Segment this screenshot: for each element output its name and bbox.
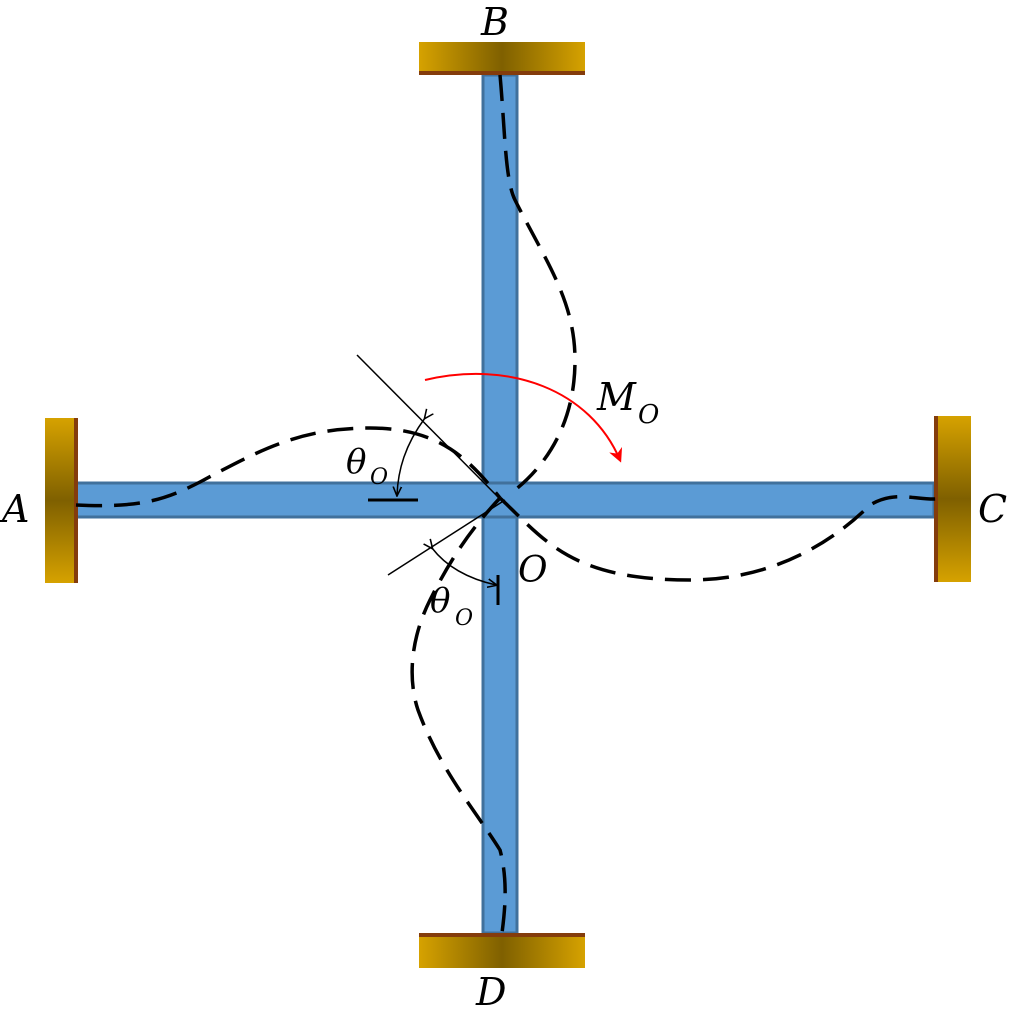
label-moment-sub: O (638, 400, 659, 430)
theta-arc-upper (397, 418, 425, 495)
support-a (45, 418, 78, 583)
label-theta-lower: θ (430, 581, 450, 621)
label-b: B (480, 0, 509, 44)
theta-arc-lower (432, 548, 496, 585)
deflection-branch-c (498, 494, 937, 582)
moment-arrow (424, 372, 623, 463)
support-c (934, 416, 971, 582)
label-c: C (978, 487, 1007, 531)
label-a: A (0, 487, 29, 531)
tangent-line-lower (387, 499, 506, 576)
label-moment-m: M (596, 375, 637, 419)
label-o: O (518, 550, 548, 591)
support-d (419, 933, 585, 968)
label-d: D (475, 970, 506, 1010)
support-b (419, 42, 585, 75)
deflection-branch-b (498, 74, 577, 492)
label-theta-lower-sub: O (455, 606, 473, 631)
label-theta-upper-sub: O (370, 465, 388, 490)
label-theta-upper: θ (346, 442, 366, 482)
